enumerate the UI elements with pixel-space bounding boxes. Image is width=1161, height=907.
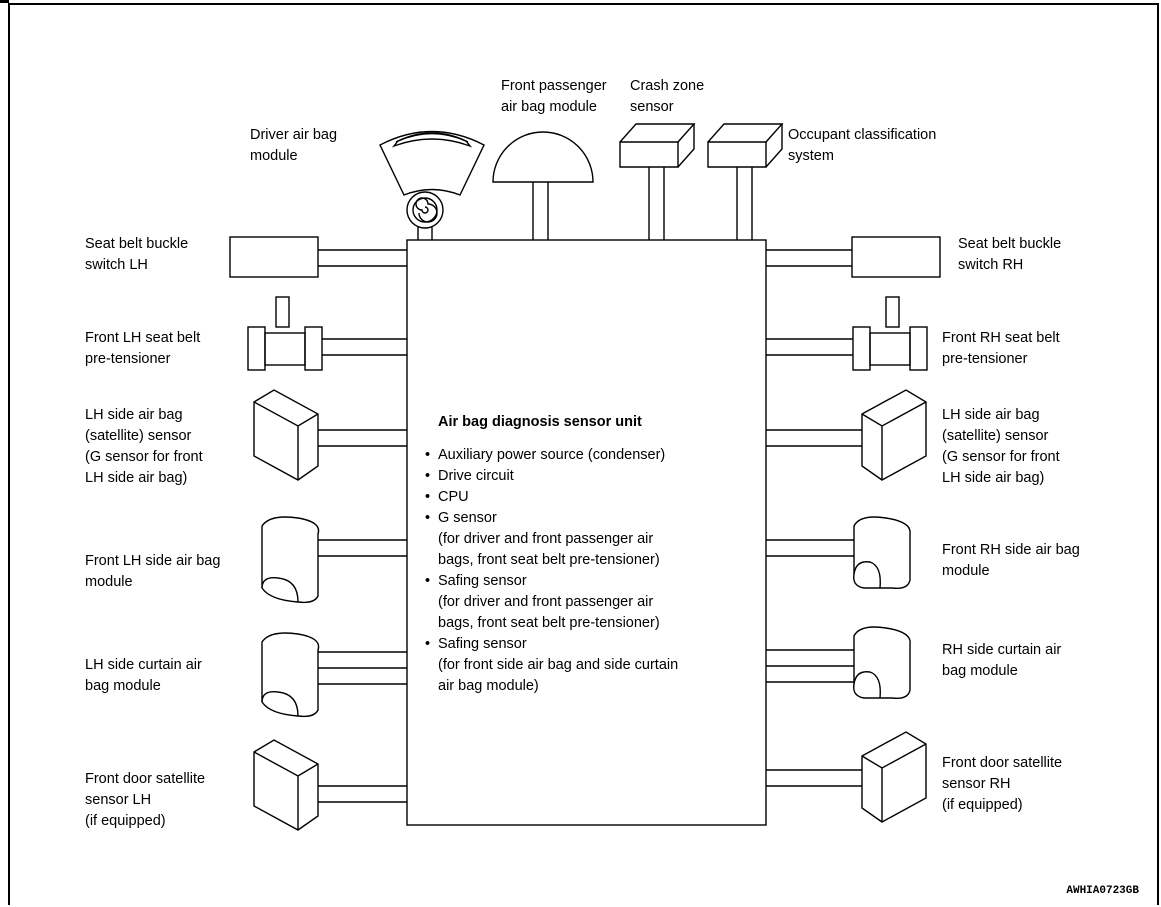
ecu-feature-item: CPU — [422, 487, 762, 508]
side-airbag-module-lh-icon — [261, 516, 407, 604]
door-satellite-sensor-rh-label: Front door satellite sensor RH (if equip… — [942, 755, 1063, 813]
door-satellite-sensor-lh-label: Front door satellite sensor LH (if equip… — [85, 771, 206, 829]
ecu-box — [406, 239, 767, 826]
curtain-airbag-module-rh-label: RH side curtain air bag module — [942, 642, 1062, 679]
figure-code: AWHIA0723GB — [1066, 885, 1139, 897]
ecu-title: Air bag diagnosis sensor unit — [438, 414, 642, 430]
side-satellite-sensor-rh-icon — [766, 389, 927, 481]
ecu-feature-item: Drive circuit — [422, 466, 762, 487]
occupant-classification-icon — [707, 123, 784, 240]
ecu-feature-item: Safing sensor (for front side air bag an… — [422, 634, 762, 697]
frame-corner-tab — [0, 0, 9, 3]
side-airbag-module-lh-label: Front LH side air bag module — [85, 553, 221, 590]
side-satellite-sensor-lh-icon — [253, 389, 407, 481]
buckle-switch-rh-label: Seat belt buckle switch RH — [958, 236, 1062, 273]
ecu-feature-list: Auxiliary power source (condenser) Drive… — [422, 445, 762, 697]
side-satellite-sensor-lh-label: LH side air bag (satellite) sensor (G se… — [85, 407, 203, 486]
side-airbag-module-rh-icon — [766, 516, 911, 590]
side-satellite-sensor-rh-label: LH side air bag (satellite) sensor (G se… — [942, 407, 1060, 486]
passenger-airbag-icon — [492, 131, 594, 240]
driver-airbag-icon — [379, 130, 485, 240]
door-satellite-sensor-rh-icon — [766, 731, 927, 823]
ecu-feature-item: G sensor (for driver and front passenger… — [422, 508, 762, 571]
curtain-airbag-module-lh-icon — [261, 632, 407, 718]
diagram-frame — [8, 3, 1159, 905]
pretensioner-lh-icon — [247, 296, 407, 371]
side-airbag-module-rh-label: Front RH side air bag module — [942, 542, 1080, 579]
crash-zone-sensor-label: Crash zone sensor — [630, 78, 705, 115]
passenger-airbag-label: Front passenger air bag module — [501, 78, 607, 115]
buckle-switch-lh-label: Seat belt buckle switch LH — [85, 236, 189, 273]
buckle-switch-lh-icon — [229, 236, 407, 278]
buckle-switch-rh-icon — [766, 236, 941, 278]
curtain-airbag-module-lh-label: LH side curtain air bag module — [85, 657, 202, 694]
crash-zone-sensor-icon — [619, 123, 696, 240]
pretensioner-rh-icon — [766, 296, 928, 371]
pretensioner-rh-label: Front RH seat belt pre-tensioner — [942, 330, 1060, 367]
curtain-airbag-module-rh-icon — [766, 626, 911, 700]
occupant-classification-label: Occupant classification system — [788, 127, 937, 164]
pretensioner-lh-label: Front LH seat belt pre-tensioner — [85, 330, 201, 367]
driver-airbag-label: Driver air bag module — [250, 127, 338, 164]
ecu-feature-item: Auxiliary power source (condenser) — [422, 445, 762, 466]
door-satellite-sensor-lh-icon — [253, 739, 407, 831]
ecu-feature-item: Safing sensor (for driver and front pass… — [422, 571, 762, 634]
